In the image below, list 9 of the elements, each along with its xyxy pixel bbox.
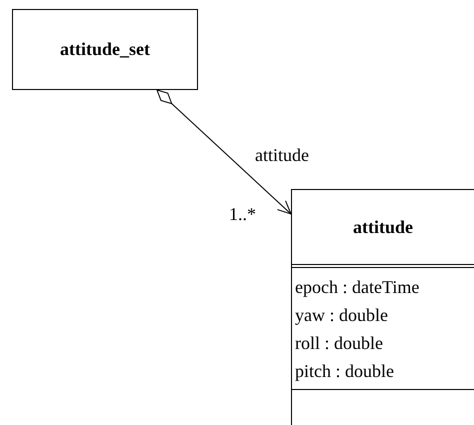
attribute: yaw : double bbox=[295, 304, 389, 327]
class-name: attitude_set bbox=[60, 39, 150, 60]
class-box bbox=[12, 9, 198, 90]
attribute: roll : double bbox=[295, 332, 384, 355]
attribute: epoch : dateTime bbox=[295, 276, 420, 299]
class-box bbox=[291, 189, 474, 425]
class-name: attitude bbox=[353, 216, 413, 238]
aggregation-arrow bbox=[156, 90, 292, 214]
attribute: pitch : double bbox=[295, 360, 395, 383]
